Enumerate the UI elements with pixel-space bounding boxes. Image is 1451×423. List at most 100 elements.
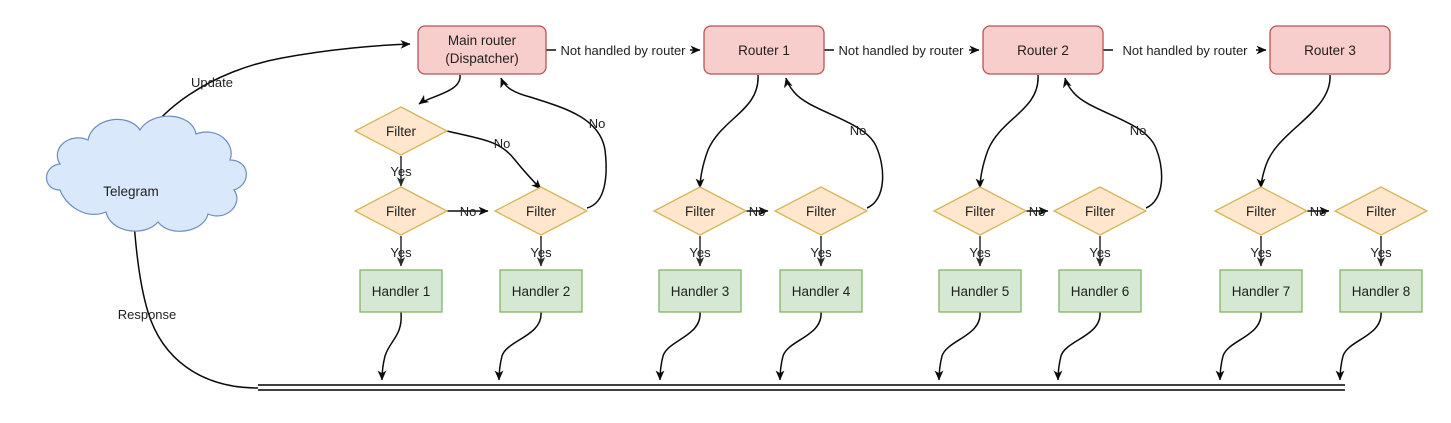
edge-handler-7-to-bus — [1215, 311, 1262, 381]
filter-2-diamond — [493, 186, 589, 236]
node-filter-1[interactable]: Filter — [353, 186, 449, 236]
edge-label-no-filter-5: No — [1029, 204, 1046, 219]
handler-1-label: Handler 1 — [372, 284, 431, 299]
handler-3-label: Handler 3 — [671, 284, 730, 299]
edge-handler-6-to-bus — [1053, 311, 1101, 381]
node-handler-6[interactable]: Handler 6 — [1058, 269, 1142, 313]
filter-1-diamond — [353, 186, 449, 236]
edge-label-yes-2: Yes — [530, 245, 552, 260]
node-filter-6[interactable]: Filter — [1052, 186, 1148, 236]
node-router-3[interactable]: Router 3 — [1269, 25, 1391, 75]
edge-handler-5-to-bus — [934, 311, 981, 381]
node-filter-4[interactable]: Filter — [773, 186, 869, 236]
filter-4-diamond — [773, 186, 869, 236]
filter-5-label: Filter — [965, 204, 996, 219]
edge-label-update: Update — [191, 75, 233, 90]
router-2-label: Router 2 — [1017, 43, 1069, 58]
edge-label-not-handled-1: Not handled by router — [560, 43, 686, 58]
edge-handler-2-to-bus — [494, 311, 542, 381]
node-handler-4[interactable]: Handler 4 — [779, 269, 863, 313]
edge-label-no-filter-a: No — [494, 136, 511, 151]
edge-router-1-to-filter-3 — [695, 74, 759, 189]
node-router-2[interactable]: Router 2 — [982, 25, 1104, 75]
filter-7-diamond — [1213, 186, 1309, 236]
edge-label-no-filter-7: No — [1310, 204, 1327, 219]
node-filter-2[interactable]: Filter — [493, 186, 589, 236]
node-filter-7[interactable]: Filter — [1213, 186, 1309, 236]
router-1-box — [703, 25, 825, 75]
filter-7-label: Filter — [1246, 204, 1277, 219]
edge-router-2-to-filter-5 — [975, 74, 1039, 189]
node-telegram-cloud[interactable]: Telegram — [45, 115, 247, 232]
edge-mainrouter-to-filter-a — [418, 74, 461, 105]
handler-2-label: Handler 2 — [512, 284, 571, 299]
node-filter-8[interactable]: Filter — [1333, 186, 1429, 236]
edge-label-no-filter-2-loop: No — [589, 116, 606, 131]
handler-8-label: Handler 8 — [1352, 284, 1411, 299]
edge-handler-8-to-bus — [1335, 311, 1382, 381]
node-handler-2[interactable]: Handler 2 — [499, 269, 583, 313]
edge-label-no-filter-4-loop: No — [850, 123, 867, 138]
node-main-router[interactable]: Main router (Dispatcher) — [417, 25, 547, 75]
routers-layer: Main router (Dispatcher) Router 1 Router… — [417, 25, 1391, 75]
handler-8-box — [1339, 269, 1423, 313]
main-router-label-line2: (Dispatcher) — [445, 51, 519, 66]
handler-6-label: Handler 6 — [1071, 284, 1130, 299]
edge-label-yes-1: Yes — [390, 245, 412, 260]
filter-6-diamond — [1052, 186, 1148, 236]
edge-router-3-to-filter-7 — [1256, 74, 1331, 189]
edge-label-no-filter-6-loop: No — [1130, 123, 1147, 138]
filter-3-label: Filter — [685, 204, 716, 219]
filter-6-label: Filter — [1085, 204, 1116, 219]
node-handler-8[interactable]: Handler 8 — [1339, 269, 1423, 313]
node-filter-3[interactable]: Filter — [652, 186, 748, 236]
node-handler-3[interactable]: Handler 3 — [658, 269, 742, 313]
filter-3-diamond — [652, 186, 748, 236]
router-3-label: Router 3 — [1304, 43, 1356, 58]
handler-7-label: Handler 7 — [1232, 284, 1291, 299]
edge-label-yes-3: Yes — [689, 245, 711, 260]
handler-2-box — [499, 269, 583, 313]
main-router-box — [417, 25, 547, 75]
router-3-box — [1269, 25, 1391, 75]
node-handler-7[interactable]: Handler 7 — [1219, 269, 1303, 313]
handler-5-box — [938, 269, 1022, 313]
edge-label-yes-6: Yes — [1089, 245, 1111, 260]
edge-label-yes-8: Yes — [1370, 245, 1392, 260]
filter-4-label: Filter — [806, 204, 837, 219]
handler-4-label: Handler 4 — [792, 284, 851, 299]
filter-8-diamond — [1333, 186, 1429, 236]
node-filter-5[interactable]: Filter — [932, 186, 1028, 236]
filter-8-label: Filter — [1366, 204, 1397, 219]
handler-3-box — [658, 269, 742, 313]
edge-label-yes-5: Yes — [969, 245, 991, 260]
node-router-1[interactable]: Router 1 — [703, 25, 825, 75]
handler-4-box — [779, 269, 863, 313]
edge-label-not-handled-2: Not handled by router — [838, 43, 964, 58]
main-router-label-line1: Main router — [448, 33, 517, 48]
edge-filter-6-no-to-router-2 — [1063, 77, 1163, 209]
node-handler-1[interactable]: Handler 1 — [359, 269, 443, 313]
handlers-layer: Handler 1 Handler 2 Handler 3 Handler 4 … — [359, 269, 1423, 313]
handler-1-box — [359, 269, 443, 313]
filter-1-label: Filter — [386, 204, 417, 219]
edge-label-yes-7: Yes — [1250, 245, 1272, 260]
edge-handler-4-to-bus — [775, 311, 822, 381]
edge-label-yes-4: Yes — [810, 245, 832, 260]
filter-a-diamond — [353, 106, 449, 156]
handler-7-box — [1219, 269, 1303, 313]
handler-5-label: Handler 5 — [951, 284, 1010, 299]
edge-handler-1-to-bus — [377, 311, 402, 381]
node-handler-5[interactable]: Handler 5 — [938, 269, 1022, 313]
filter-2-label: Filter — [526, 204, 557, 219]
node-filter-a[interactable]: Filter — [353, 106, 449, 156]
edge-filter-2-no-to-mainrouter — [500, 77, 607, 209]
edge-label-yes-filter-a: Yes — [390, 164, 412, 179]
router-2-box — [982, 25, 1104, 75]
edges-layer: Filter 2 --> Main router (loop back up) … — [130, 44, 1386, 391]
filters-layer: Filter Filter Filter Filter Filter Filte… — [353, 106, 1429, 236]
router-1-label: Router 1 — [738, 43, 790, 58]
filter-a-label: Filter — [386, 124, 417, 139]
